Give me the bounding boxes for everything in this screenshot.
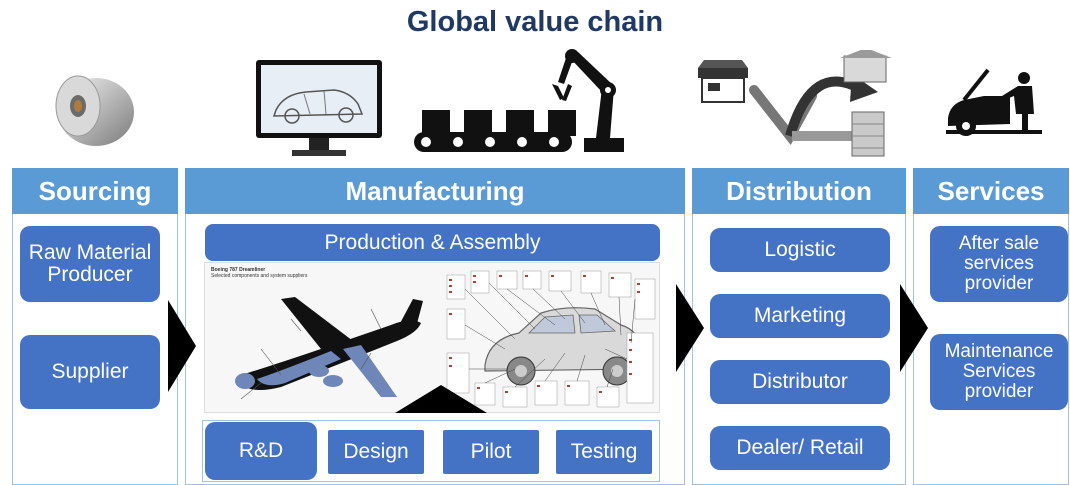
flow-arrow-icon (900, 284, 928, 372)
rd-item-testing: Testing (556, 430, 652, 474)
rd-box: R&D (205, 422, 317, 480)
computer-car-design-icon (256, 60, 382, 156)
services-item-after-sale: After sale services provider (930, 226, 1068, 302)
page-title: Global value chain (406, 6, 664, 38)
distribution-item-marketing: Marketing (710, 294, 890, 338)
figure-subcaption: Selected components and system suppliers (211, 273, 308, 279)
car-mechanic-icon (946, 68, 1042, 136)
production-assembly-box: Production & Assembly (205, 224, 660, 261)
assembly-robot-icon (414, 49, 624, 152)
header-sourcing: Sourcing (12, 168, 178, 214)
store-distribution-icon (698, 50, 892, 157)
flow-arrow-icon (676, 284, 704, 372)
rd-item-pilot: Pilot (443, 430, 539, 474)
flow-arrow-icon (168, 300, 196, 392)
distribution-item-dealer-retail: Dealer/ Retail (710, 426, 890, 470)
rd-item-design: Design (328, 430, 424, 474)
distribution-item-distributor: Distributor (710, 360, 890, 404)
header-services: Services (913, 168, 1069, 214)
airplane-diagram (235, 297, 423, 400)
rd-to-production-arrow-icon (395, 385, 487, 413)
figure-caption: Boeing 787 Dreamliner (211, 267, 266, 273)
distribution-item-logistic: Logistic (710, 228, 890, 272)
rd-container (202, 420, 660, 482)
steel-coil-icon (55, 75, 134, 146)
header-distribution: Distribution (692, 168, 906, 214)
product-figure-panel: Boeing 787 Dreamliner Selected component… (204, 262, 660, 413)
car-components-diagram (446, 270, 656, 408)
header-manufacturing: Manufacturing (185, 168, 685, 214)
sourcing-item-supplier: Supplier (20, 335, 160, 409)
sourcing-item-raw-material-producer: Raw Material Producer (20, 226, 160, 302)
services-item-maintenance: Maintenance Services provider (930, 334, 1068, 410)
